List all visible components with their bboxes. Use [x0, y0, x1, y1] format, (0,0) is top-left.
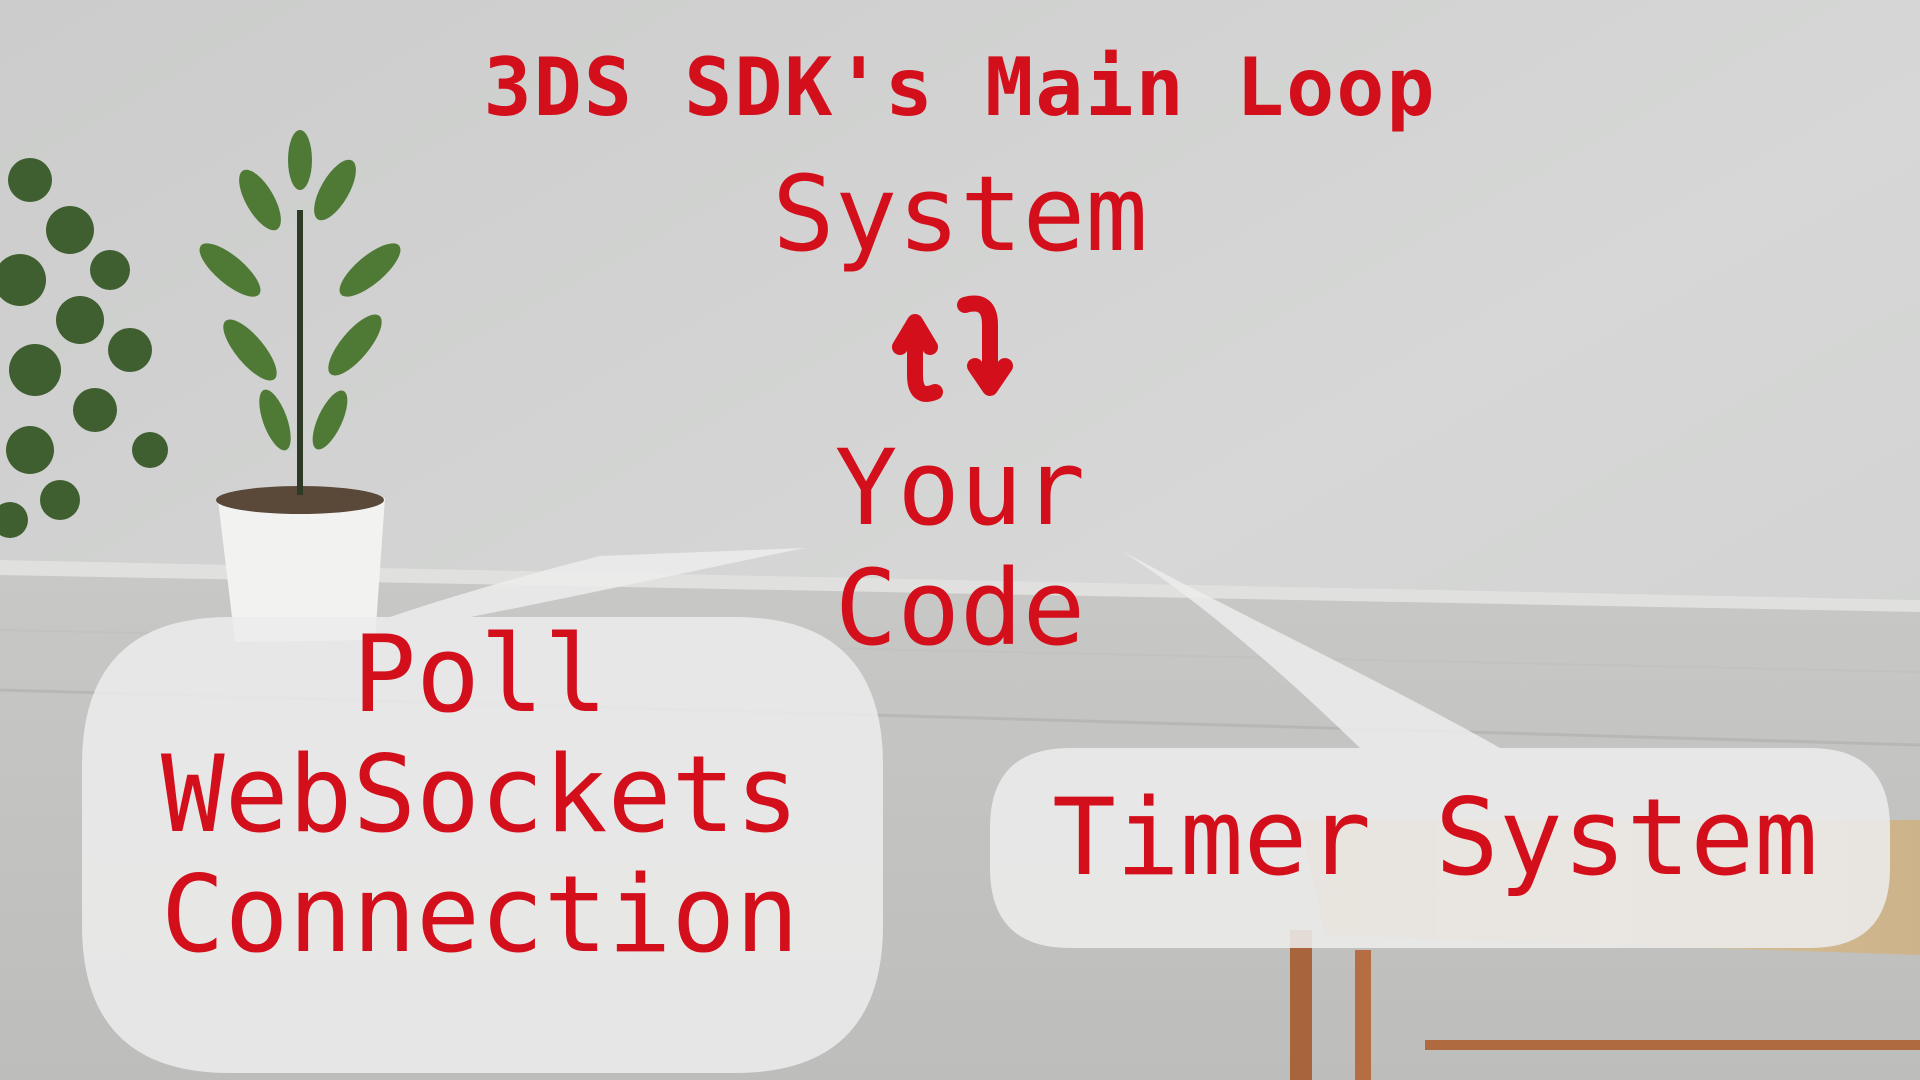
callout-bubble-right: [990, 550, 1890, 948]
potted-plant: [0, 130, 401, 642]
loop-label-code: Code: [834, 547, 1086, 669]
callout-bubble-left: [82, 548, 883, 1073]
callout-right-text: Timer System: [1052, 776, 1818, 899]
swap-vertical-arrows-icon: [892, 295, 1013, 402]
loop-label-your: Your: [834, 427, 1086, 549]
table-leg: [1355, 950, 1371, 1080]
table-rail: [1425, 1040, 1920, 1050]
callout-left-line-1: Poll: [352, 613, 608, 736]
plant-soil: [216, 486, 384, 514]
callout-left-line-2: WebSockets: [160, 733, 800, 856]
bench-top-edge: [0, 560, 1920, 612]
page-title: 3DS SDK's Main Loop: [483, 41, 1437, 134]
callout-left-line-3: Connection: [160, 853, 800, 976]
loop-label-system: System: [772, 153, 1148, 275]
table-leg: [1290, 930, 1312, 1080]
plant-pot: [218, 498, 385, 642]
callout-left-text: Poll WebSockets Connection: [80, 615, 880, 975]
